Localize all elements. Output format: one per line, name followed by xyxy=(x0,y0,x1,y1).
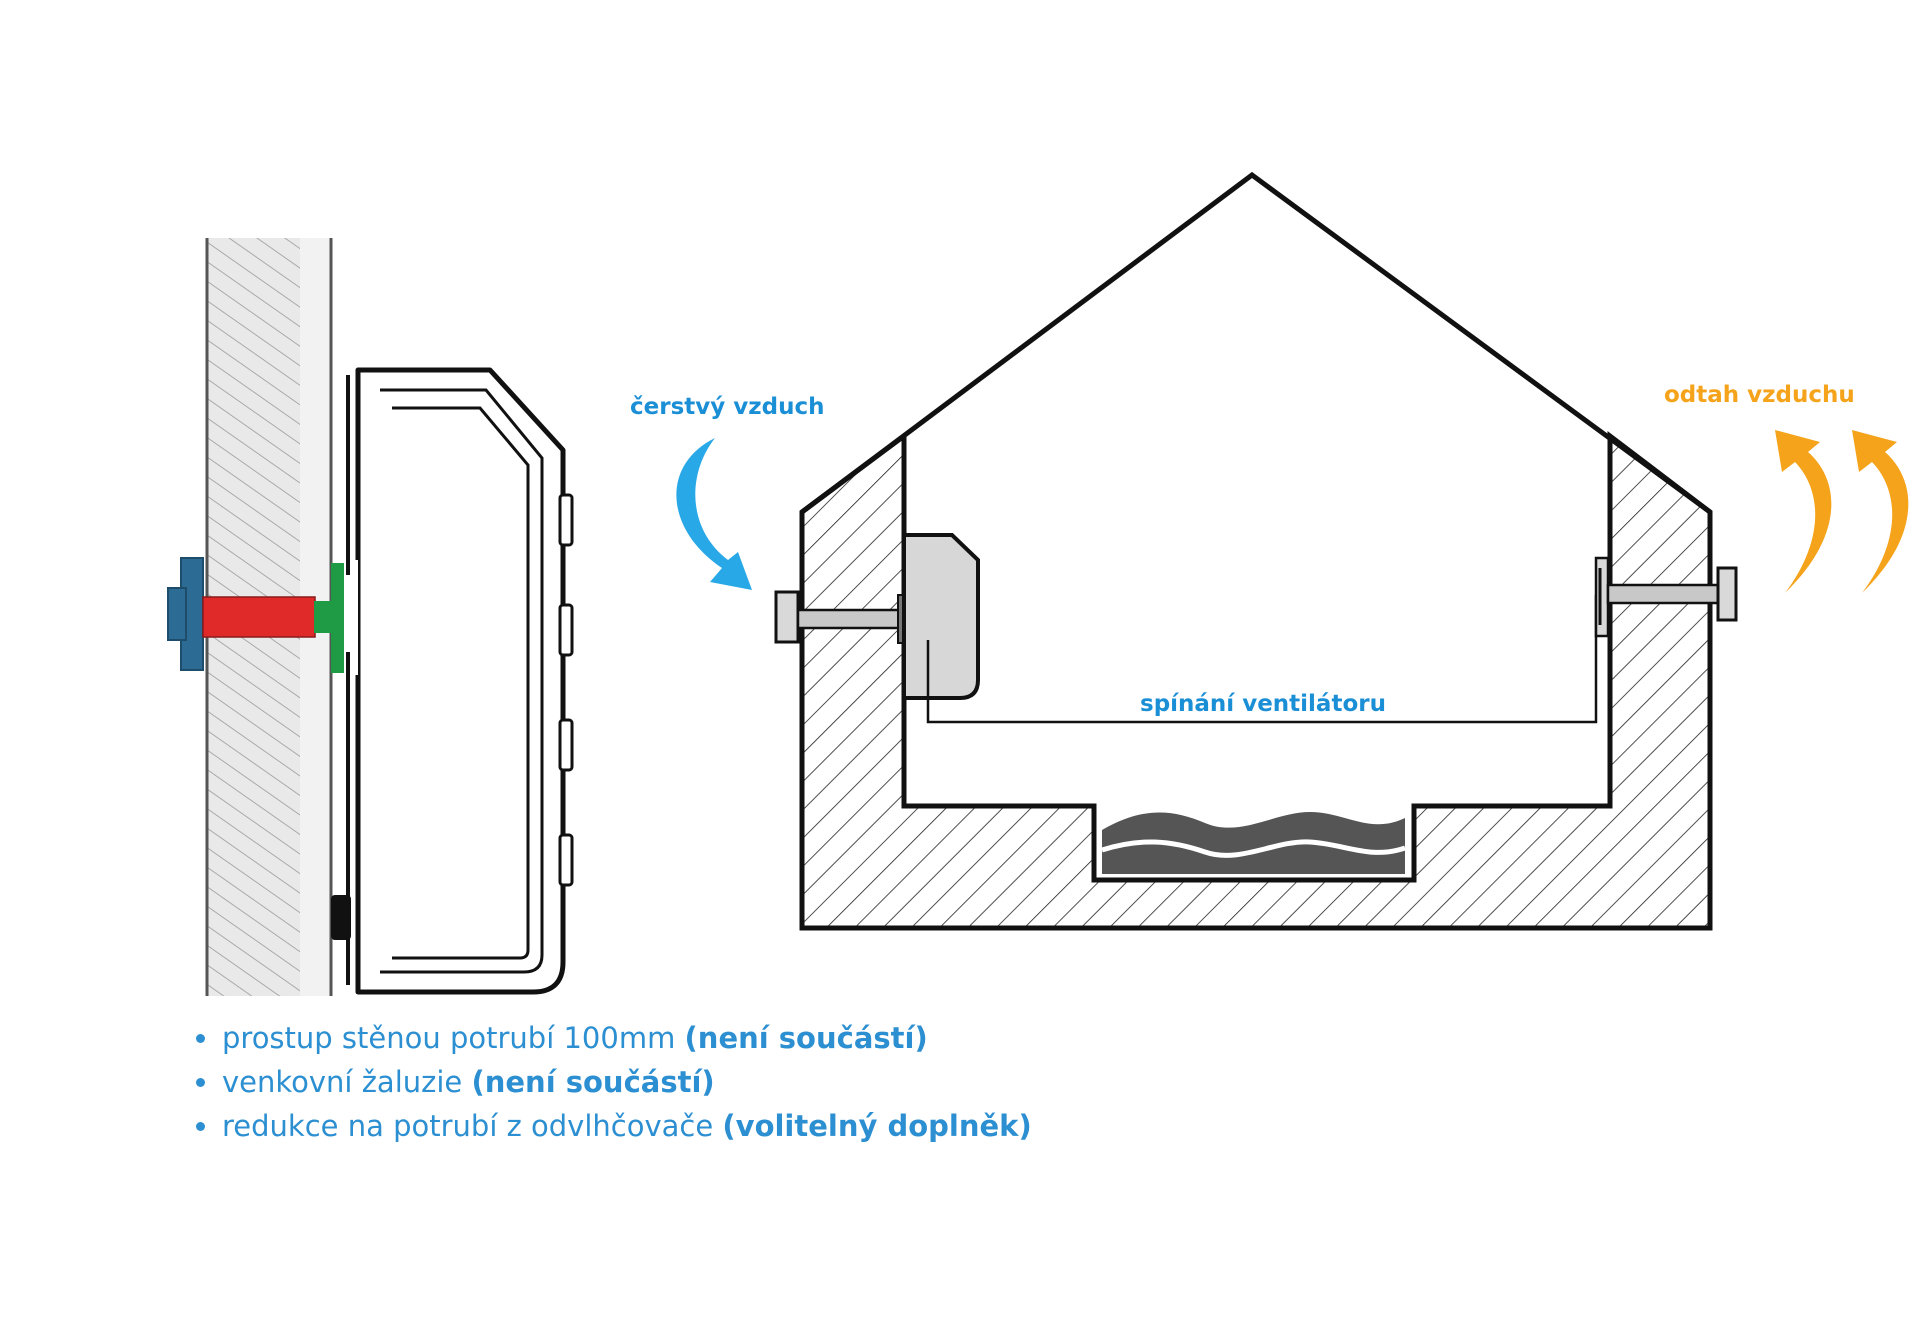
dehumidifier-unit xyxy=(331,367,574,995)
curved-arrow-down-right-icon xyxy=(676,438,752,590)
house-interior-outline xyxy=(901,436,1613,883)
outlet-fan xyxy=(1594,556,1738,638)
fan-switching-label: spínání ventilátoru xyxy=(1140,691,1386,717)
control-wire xyxy=(926,595,1598,724)
outdoor-louvre xyxy=(167,557,204,671)
exhaust-air-label: odtah vzduchu xyxy=(1664,382,1855,408)
notes-list: prostup stěnou potrubí 100mm (není součá… xyxy=(190,1016,1032,1148)
house-roof xyxy=(800,171,1712,515)
wall-pipe xyxy=(202,596,316,638)
note-item: prostup stěnou potrubí 100mm (není součá… xyxy=(190,1016,1032,1060)
note-item: venkovní žaluzie (není součástí) xyxy=(190,1060,1032,1104)
curved-arrow-up-icon xyxy=(1775,430,1909,593)
pipe-adapter xyxy=(314,563,346,673)
fresh-air-label: čerstvý vzduch xyxy=(630,394,825,420)
dehumidifier-indoor xyxy=(902,533,980,700)
note-item: redukce na potrubí z odvlhčovače (volite… xyxy=(190,1104,1032,1148)
water-puddle xyxy=(1101,812,1406,874)
